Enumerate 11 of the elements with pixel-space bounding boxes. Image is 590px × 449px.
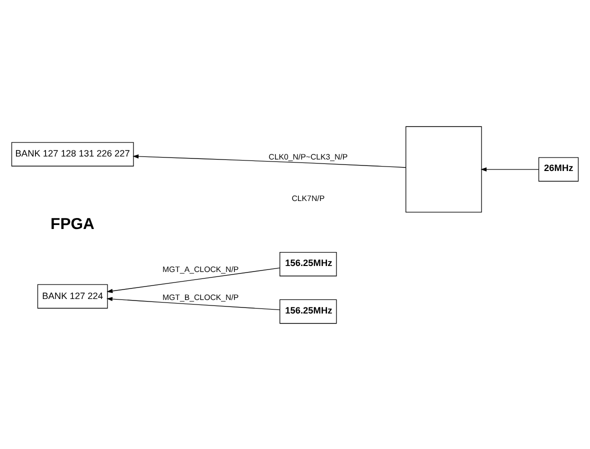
node-box: 26MHz <box>538 156 579 182</box>
arrow <box>132 154 406 168</box>
arrow <box>480 166 539 171</box>
node-box: 156.25MHz <box>280 298 337 324</box>
node-box: 156.25MHz <box>280 251 337 276</box>
node-box: BANK 127 128 131 226 227 <box>11 142 134 166</box>
node-box <box>406 126 482 212</box>
arrow <box>106 267 280 293</box>
node-box: BANK 127 224 <box>37 284 108 308</box>
label: FPGA <box>50 215 94 232</box>
arrow <box>106 296 280 310</box>
